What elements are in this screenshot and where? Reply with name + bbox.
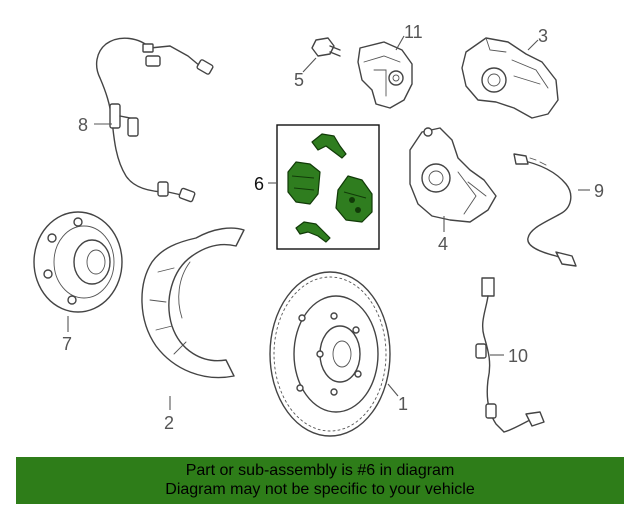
- caliper-bracket[interactable]: [357, 41, 413, 109]
- callout-6: 6: [254, 174, 264, 194]
- leader-5: [302, 57, 317, 73]
- callout-11: 11: [404, 22, 423, 42]
- bolt[interactable]: [311, 37, 341, 57]
- callout-3: 3: [538, 26, 548, 46]
- abs-sensor[interactable]: [475, 277, 545, 433]
- callout-7: 7: [62, 334, 72, 354]
- brake-hose[interactable]: [513, 153, 577, 267]
- wear-sensor-wire[interactable]: [95, 37, 214, 203]
- pad-set-frame: [276, 124, 380, 250]
- part-info-banner: Part or sub-assembly is #6 in diagram Di…: [16, 457, 624, 504]
- callout-9: 9: [594, 181, 604, 201]
- callout-5: 5: [294, 70, 304, 90]
- caliper-carrier[interactable]: [409, 127, 497, 223]
- banner-line-1: Part or sub-assembly is #6 in diagram: [185, 462, 455, 479]
- leader-11: [395, 35, 405, 51]
- leader-3: [527, 39, 539, 51]
- callout-4: 4: [438, 234, 448, 254]
- parts-diagram: 8 5 11 3 6: [33, 22, 604, 437]
- wheel-hub[interactable]: [33, 211, 123, 313]
- callout-2: 2: [164, 413, 174, 433]
- splash-shield[interactable]: [141, 227, 245, 379]
- callout-10: 10: [508, 346, 528, 366]
- banner-line-2: Diagram may not be specific to your vehi…: [165, 481, 475, 498]
- callout-1: 1: [398, 394, 408, 414]
- brake-rotor[interactable]: [269, 271, 391, 437]
- leader-1: [387, 383, 399, 397]
- brake-pad-set[interactable]: [276, 124, 380, 250]
- brake-caliper[interactable]: [461, 37, 559, 119]
- callout-8: 8: [78, 115, 88, 135]
